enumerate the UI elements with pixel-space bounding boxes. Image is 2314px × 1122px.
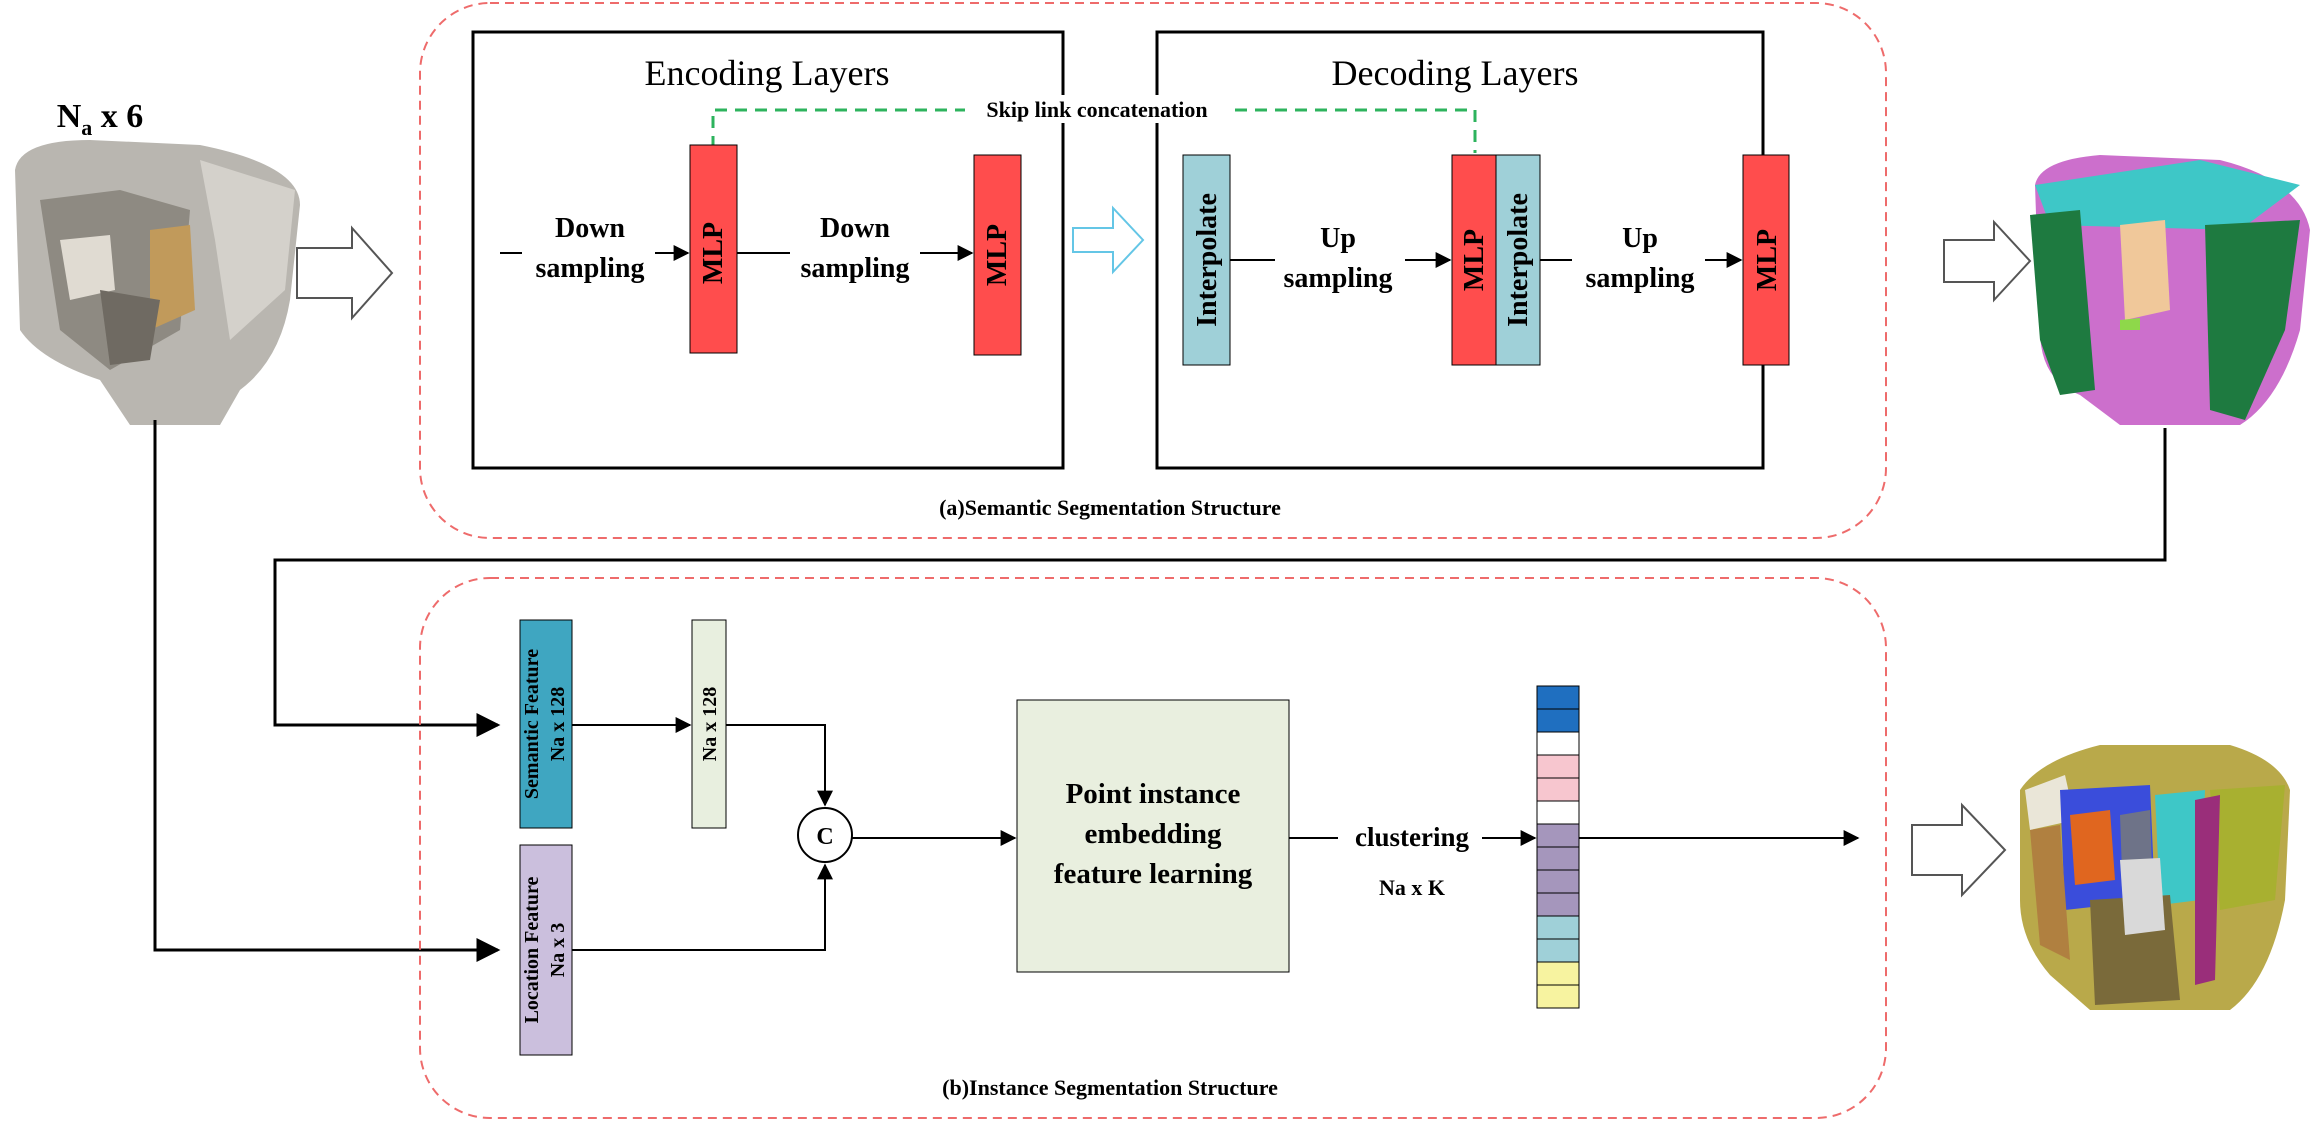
mlp-label-1: MLP xyxy=(698,222,729,284)
decoding-layers-title: Decoding Layers xyxy=(1332,53,1579,93)
clustering-label: clustering xyxy=(1355,822,1469,852)
down-sampling-label-1b: sampling xyxy=(536,253,645,284)
semantic-structure-caption: (a)Semantic Segmentation Structure xyxy=(939,495,1281,520)
up-sampling-label-2a: Up xyxy=(1622,223,1658,254)
hollow-arrow-icon xyxy=(1943,219,2032,303)
location-feature-label: Location Feature xyxy=(521,876,543,1023)
up-sampling-label-1a: Up xyxy=(1320,223,1356,254)
hollow-arrow-icon xyxy=(1911,802,2007,898)
semantic-feature-block xyxy=(519,619,573,829)
embedding-label-2: embedding xyxy=(1085,818,1222,850)
semantic-feature-label: Semantic Feature xyxy=(521,649,543,799)
up-sampling-label-1b: sampling xyxy=(1284,263,1393,294)
cluster-cell xyxy=(1536,938,1580,963)
interpolate-block-2 xyxy=(1495,154,1541,366)
na128-block xyxy=(691,619,727,829)
interpolate-block-1 xyxy=(1182,154,1231,366)
mlp-block-2 xyxy=(973,154,1022,356)
cluster-column xyxy=(1536,685,1580,1009)
skip-link-line xyxy=(711,108,1477,153)
cluster-cell xyxy=(1536,823,1580,848)
instance-segmentation-box xyxy=(419,577,1887,1119)
cluster-cell xyxy=(1536,892,1580,917)
cluster-cell xyxy=(1536,915,1580,940)
hollow-arrow-icon xyxy=(296,225,394,321)
na128-label: Na x 128 xyxy=(699,687,721,761)
cluster-cell xyxy=(1536,800,1580,825)
mlp-block-4 xyxy=(1742,154,1790,366)
input-point-cloud-image xyxy=(15,140,300,425)
skip-link-label: Skip link concatenation xyxy=(986,97,1207,122)
nak-label: Na x K xyxy=(1379,875,1445,900)
mlp-label-4: MLP xyxy=(1752,229,1783,291)
concat-label: C xyxy=(816,824,833,850)
interpolate-label-2: Interpolate xyxy=(1503,193,1534,327)
cluster-cell xyxy=(1536,777,1580,802)
embedding-block xyxy=(1016,699,1290,973)
cluster-cell xyxy=(1536,961,1580,986)
mlp-block-3 xyxy=(1451,154,1497,366)
down-sampling-label-1a: Down xyxy=(555,213,625,244)
cluster-cell xyxy=(1536,754,1580,779)
cluster-cell xyxy=(1536,984,1580,1009)
semantic-segmentation-box xyxy=(419,2,1887,539)
input-location-connector xyxy=(153,420,501,962)
cluster-cell xyxy=(1536,846,1580,871)
arrow-na128-to-concat xyxy=(726,724,833,807)
mlp-block-1 xyxy=(689,144,738,354)
location-feature-size: Na x 3 xyxy=(547,923,569,977)
arrow-location-to-concat xyxy=(572,863,833,951)
concat-circle-icon xyxy=(797,807,853,863)
up-sampling-label-2b: sampling xyxy=(1586,263,1695,294)
cluster-cell xyxy=(1536,869,1580,894)
cluster-cell xyxy=(1536,708,1580,733)
semantic-output-point-cloud-image xyxy=(2030,155,2310,425)
encoding-layers-title: Encoding Layers xyxy=(645,53,890,93)
hollow-arrow-icon xyxy=(1072,205,1145,275)
skip-link-label-bg xyxy=(965,95,1230,123)
location-feature-block xyxy=(519,844,573,1056)
down-sampling-label-2b: sampling xyxy=(801,253,910,284)
semantic-output-connector xyxy=(273,428,2167,737)
embedding-label-3: feature learning xyxy=(1054,858,1253,890)
mlp-label-2: MLP xyxy=(982,224,1013,286)
cluster-cell xyxy=(1536,685,1580,710)
instance-output-point-cloud-image xyxy=(2020,745,2290,1010)
semantic-feature-size: Na x 128 xyxy=(547,687,569,761)
interpolate-label-1: Interpolate xyxy=(1192,193,1223,327)
cluster-cell xyxy=(1536,731,1580,756)
input-label: Na x 6 xyxy=(57,98,144,140)
mlp-label-3: MLP xyxy=(1459,229,1490,291)
encoding-layers-box xyxy=(471,30,1065,470)
embedding-label-1: Point instance xyxy=(1066,778,1241,810)
instance-structure-caption: (b)Instance Segmentation Structure xyxy=(942,1075,1278,1100)
down-sampling-label-2a: Down xyxy=(820,213,890,244)
